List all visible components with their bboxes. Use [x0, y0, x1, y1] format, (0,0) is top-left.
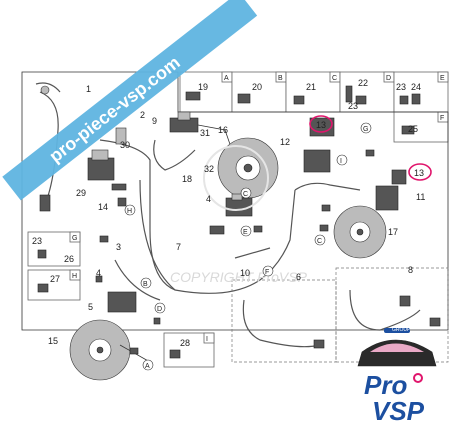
legend-box-G: G 23 26	[27, 231, 81, 267]
svg-text:G: G	[363, 126, 368, 133]
svg-text:9: 9	[152, 116, 157, 126]
sensor-6-box	[231, 279, 337, 363]
svg-text:12: 12	[280, 137, 290, 147]
svg-text:15: 15	[48, 336, 58, 346]
caliper-5	[107, 291, 137, 313]
svg-text:3: 3	[116, 242, 121, 252]
svg-text:GROUP: GROUP	[392, 327, 411, 333]
svg-text:4: 4	[96, 268, 101, 278]
svg-text:VSP: VSP	[372, 396, 425, 426]
svg-text:30: 30	[120, 140, 130, 150]
svg-text:G: G	[72, 235, 77, 242]
svg-text:F: F	[440, 115, 444, 122]
svg-text:16: 16	[218, 125, 228, 135]
svg-text:pro-piece-vsp.com: pro-piece-vsp.com	[45, 52, 183, 166]
caliper-4	[225, 193, 253, 217]
svg-text:21: 21	[306, 82, 316, 92]
watermark: COPYRIGHT ProVSP	[170, 269, 308, 285]
svg-text:C: C	[317, 238, 322, 245]
svg-text:2: 2	[140, 110, 145, 120]
part-13-right	[391, 169, 407, 185]
ref-letters: H B A D C E F G I C	[124, 122, 372, 371]
svg-text:H: H	[72, 273, 77, 280]
svg-text:E: E	[440, 75, 445, 82]
svg-text:B: B	[143, 281, 148, 288]
legend-box-H: H 27	[27, 269, 81, 301]
svg-text:A: A	[145, 363, 150, 370]
svg-text:F: F	[265, 269, 269, 276]
svg-text:D: D	[157, 306, 162, 313]
svg-text:8: 8	[408, 265, 413, 275]
svg-text:20: 20	[252, 82, 262, 92]
svg-text:32: 32	[204, 164, 214, 174]
svg-text:26: 26	[64, 254, 74, 264]
svg-text:C: C	[243, 191, 248, 198]
svg-text:11: 11	[416, 192, 425, 202]
highlight-13-top	[309, 115, 333, 133]
svg-text:23: 23	[348, 101, 358, 111]
svg-text:29: 29	[76, 188, 86, 198]
svg-text:C: C	[332, 75, 337, 82]
svg-text:B: B	[278, 75, 283, 82]
svg-text:D: D	[386, 75, 391, 82]
svg-text:1: 1	[86, 84, 91, 94]
svg-text:27: 27	[50, 274, 60, 284]
highlight-13-right	[408, 163, 432, 181]
svg-text:14: 14	[98, 202, 108, 212]
legend-box-I: I 28	[163, 332, 215, 368]
svg-text:18: 18	[182, 174, 192, 184]
svg-text:I: I	[340, 158, 342, 165]
svg-text:24: 24	[411, 82, 421, 92]
svg-text:5: 5	[88, 302, 93, 312]
svg-text:10: 10	[240, 268, 250, 278]
svg-text:23: 23	[396, 82, 406, 92]
svg-text:19: 19	[198, 82, 208, 92]
handlebar-lever	[169, 111, 233, 151]
provsp-logo: Pro VSP GROUP	[357, 327, 437, 426]
legend-box-A: A 19	[179, 71, 233, 113]
svg-text:Pro: Pro	[364, 370, 407, 400]
svg-text:31: 31	[200, 128, 210, 138]
master-cylinder	[87, 127, 127, 191]
svg-text:22: 22	[358, 78, 368, 88]
svg-text:23: 23	[32, 236, 42, 246]
legend-box-E: E 23 24	[393, 71, 449, 113]
svg-text:13: 13	[414, 168, 424, 178]
svg-text:7: 7	[176, 242, 181, 252]
svg-text:28: 28	[180, 338, 190, 348]
part-1-hose	[35, 82, 61, 212]
callouts: 1 2 3 4 4 5 6 7 8 9 10 11 12 13 13 14 15…	[48, 84, 425, 346]
svg-text:H: H	[127, 208, 132, 215]
svg-text:25: 25	[408, 124, 418, 134]
disc-17	[333, 185, 399, 259]
disc-15	[69, 319, 151, 381]
watermark-ring	[203, 145, 269, 211]
svg-text:A: A	[224, 75, 229, 82]
svg-text:E: E	[243, 229, 248, 236]
svg-text:13: 13	[316, 120, 326, 130]
fasteners	[95, 149, 375, 355]
svg-text:17: 17	[388, 227, 398, 237]
svg-text:4: 4	[206, 194, 211, 204]
svg-text:I: I	[206, 336, 208, 343]
svg-text:6: 6	[296, 272, 301, 282]
legend-box-B: B 20	[231, 71, 287, 113]
legend-box-D: D 22 23	[339, 71, 395, 113]
legend-box-F: F 25	[393, 111, 449, 143]
legend-box-C: C 21	[285, 71, 341, 113]
